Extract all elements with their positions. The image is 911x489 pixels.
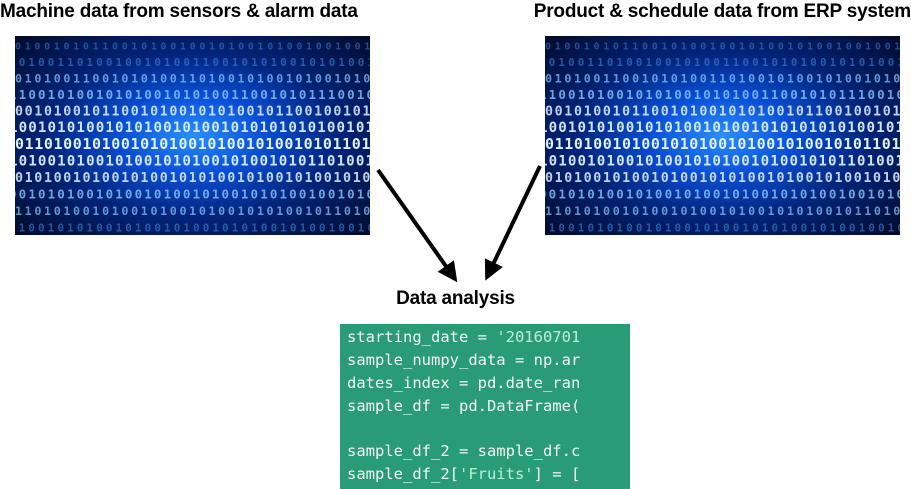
binary-row: 01010011001010100110100101001010010100 bbox=[15, 71, 370, 85]
code-line: sample_numpy_data = np.ar bbox=[347, 351, 581, 369]
data-analysis-label: Data analysis bbox=[396, 288, 515, 309]
machine-data-label: Machine data from sensors & alarm data bbox=[0, 1, 358, 22]
erp-data-label: Product & schedule data from ERP system bbox=[533, 1, 911, 22]
arrow-left-to-analysis bbox=[376, 168, 458, 283]
code-line: sample_df = pd.DataFrame( bbox=[347, 397, 581, 415]
code-line: sample_df_2 = sample_df.c bbox=[347, 442, 581, 460]
arrow-right-to-analysis bbox=[484, 165, 542, 281]
code-line: dates_index = pd.date_ran bbox=[347, 374, 581, 392]
code-line: starting_date = '20160701 bbox=[347, 328, 581, 346]
code-snippet-panel: starting_date = '20160701 sample_numpy_d… bbox=[340, 324, 630, 489]
code-line: sample_df_2['Fruits'] = [ bbox=[347, 465, 581, 483]
binary-row: 01010011001010100110100101001010010100 bbox=[545, 71, 900, 85]
